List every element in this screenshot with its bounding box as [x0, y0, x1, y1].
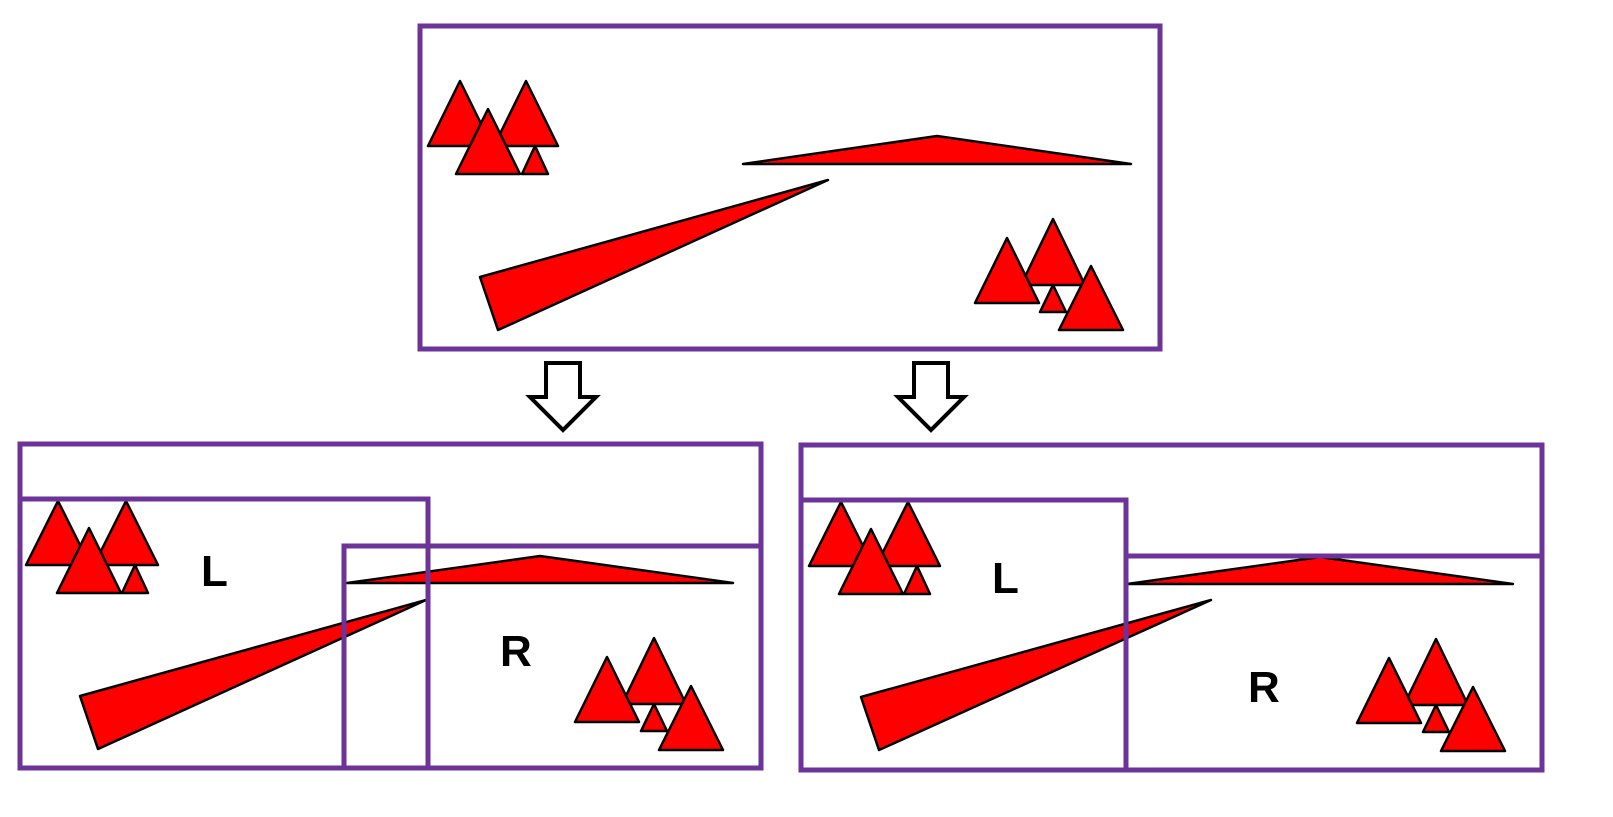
flat-triangle	[345, 554, 735, 585]
triangle	[657, 684, 725, 752]
triangle	[1439, 685, 1507, 753]
left-subframe	[17, 496, 431, 771]
triangle	[902, 564, 932, 596]
flat-triangle	[1125, 555, 1515, 586]
triangle	[837, 527, 905, 596]
triangle	[1038, 283, 1068, 314]
triangle	[973, 236, 1041, 305]
triangle-cluster-right	[1355, 637, 1507, 753]
top-triangle-cluster-right	[973, 217, 1125, 332]
triangle	[426, 79, 494, 148]
label-l: L	[992, 554, 1019, 603]
down-arrow-left	[525, 361, 601, 433]
right-subframe	[341, 543, 764, 771]
label-r: R	[500, 627, 532, 676]
triangle	[573, 655, 641, 724]
long-wedge	[478, 178, 830, 332]
left-subframe	[798, 497, 1129, 773]
top-panel	[417, 23, 1163, 352]
triangle	[620, 636, 688, 706]
flat-triangle	[741, 134, 1133, 166]
triangle-cluster-left	[807, 500, 942, 596]
label-l: L	[201, 547, 228, 596]
top-triangle-cluster-left	[426, 79, 560, 176]
triangle	[1057, 264, 1125, 332]
triangle-cluster-left	[24, 499, 160, 595]
down-arrow-right	[893, 361, 969, 433]
top-frame	[417, 23, 1163, 352]
label-r: R	[1248, 663, 1280, 712]
triangle	[120, 563, 150, 595]
long-wedge	[78, 598, 428, 751]
long-wedge	[859, 598, 1213, 752]
triangle-cluster-right	[573, 636, 725, 752]
triangle	[1421, 703, 1451, 734]
triangle	[92, 499, 160, 567]
triangle	[874, 500, 942, 568]
triangle	[24, 499, 92, 567]
triangle	[454, 107, 522, 176]
bottom-left-panel: L R	[17, 441, 764, 771]
triangle	[1019, 217, 1087, 287]
triangle	[1355, 656, 1423, 725]
triangle	[1402, 637, 1470, 707]
triangle	[492, 79, 560, 148]
triangle	[55, 526, 123, 595]
bottom-right-panel: L R	[798, 442, 1545, 773]
triangle	[520, 144, 550, 176]
triangle	[639, 702, 669, 733]
triangle	[807, 500, 875, 568]
